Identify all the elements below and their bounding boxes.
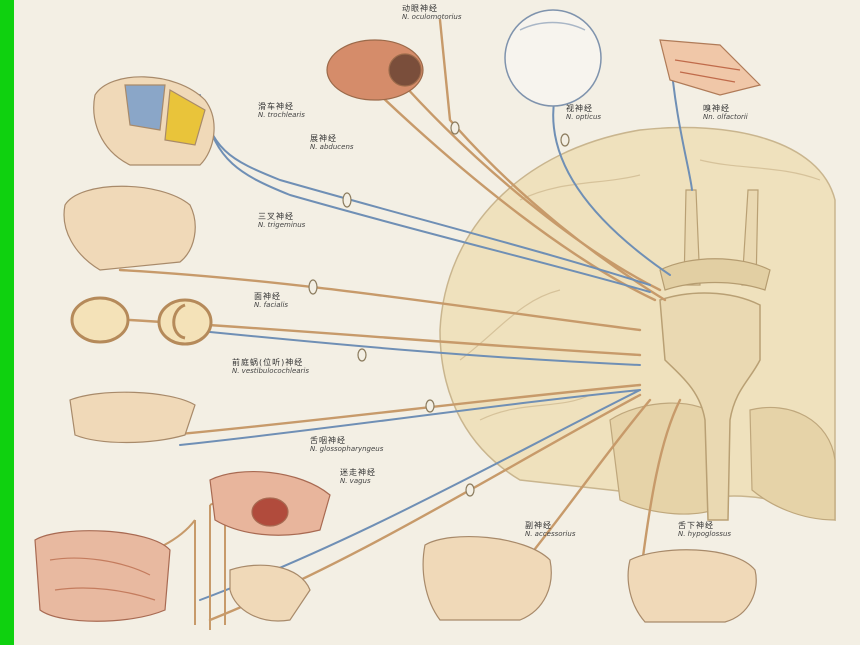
label-vagus-cn: 迷走神经: [340, 468, 376, 477]
label-hypoglossal-la: N. hypoglossus: [678, 530, 732, 539]
head-hypoglossal: [627, 549, 757, 623]
larynx: [229, 564, 311, 622]
label-accessory-la: N. accessorius: [525, 530, 576, 539]
label-vagus: 迷走神经 N. vagus: [340, 468, 376, 485]
label-oculomotor: 动眼神经 N. oculomotorius: [402, 4, 462, 21]
label-facial-cn: 面神经: [254, 292, 281, 301]
label-facial: 面神经 N. facialis: [254, 292, 288, 309]
heart-lungs: [209, 471, 331, 536]
label-trigeminal-cn: 三叉神经: [258, 212, 294, 221]
eyeball: [504, 9, 602, 107]
neck-accessory: [422, 536, 552, 621]
label-accessory-cn: 副神经: [525, 521, 552, 530]
brainstem: [659, 292, 761, 521]
label-abducens-la: N. abducens: [310, 143, 354, 152]
label-oculomotor-cn: 动眼神经: [402, 4, 438, 13]
label-olfactory-cn: 嗅神经: [703, 104, 730, 113]
cerebrum-gyri: [459, 159, 821, 421]
cerebrum: [439, 126, 836, 522]
head-trigeminal: [93, 76, 215, 166]
label-facial-la: N. facialis: [254, 301, 289, 310]
cerebellum-right: [749, 406, 836, 521]
label-accessory: 副神经 N. accessorius: [525, 521, 575, 538]
label-vestibulocochlear-la: N. vestibulocochlearis: [232, 367, 310, 376]
label-oculomotor-la: N. oculomotorius: [402, 13, 462, 22]
label-olfactory: 嗅神经 Nn. olfactorii: [703, 104, 748, 121]
face-glossopharyngeal: [69, 391, 196, 444]
label-abducens: 展神经 N. abducens: [310, 134, 354, 151]
label-hypoglossal-cn: 舌下神经: [678, 521, 714, 530]
label-trochlear-la: N. trochlearis: [258, 111, 305, 120]
label-trochlear: 滑车神经 N. trochlearis: [258, 102, 305, 119]
optic-chiasm: [659, 258, 771, 291]
label-vestibulocochlear-cn: 前庭蜗(位听)神经: [232, 358, 304, 367]
label-optic-cn: 视神经: [566, 104, 593, 113]
inner-ear: [70, 296, 213, 346]
label-trigeminal-la: N. trigeminus: [258, 221, 306, 230]
digestive-organs: [34, 530, 171, 622]
label-glossopharyngeal-cn: 舌咽神经: [310, 436, 346, 445]
nerve-markers: [308, 121, 570, 497]
label-vagus-la: N. vagus: [340, 477, 371, 486]
label-glossopharyngeal-la: N. glossopharyngeus: [310, 445, 384, 454]
label-hypoglossal: 舌下神经 N. hypoglossus: [678, 521, 731, 538]
eye-orbit: [326, 39, 424, 101]
label-trigeminal: 三叉神经 N. trigeminus: [258, 212, 305, 229]
nose-region: [659, 39, 762, 96]
label-optic-la: N. opticus: [566, 113, 602, 122]
label-vestibulocochlear: 前庭蜗(位听)神经 N. vestibulocochlearis: [232, 358, 309, 375]
label-glossopharyngeal: 舌咽神经 N. glossopharyngeus: [310, 436, 383, 453]
label-olfactory-la: Nn. olfactorii: [703, 113, 748, 122]
sensory-nerves: [179, 49, 693, 601]
label-optic: 视神经 N. opticus: [566, 104, 601, 121]
label-abducens-cn: 展神经: [310, 134, 337, 143]
label-trochlear-cn: 滑车神经: [258, 102, 294, 111]
green-accent-bar: [0, 0, 14, 645]
head-lateral: [63, 185, 196, 271]
